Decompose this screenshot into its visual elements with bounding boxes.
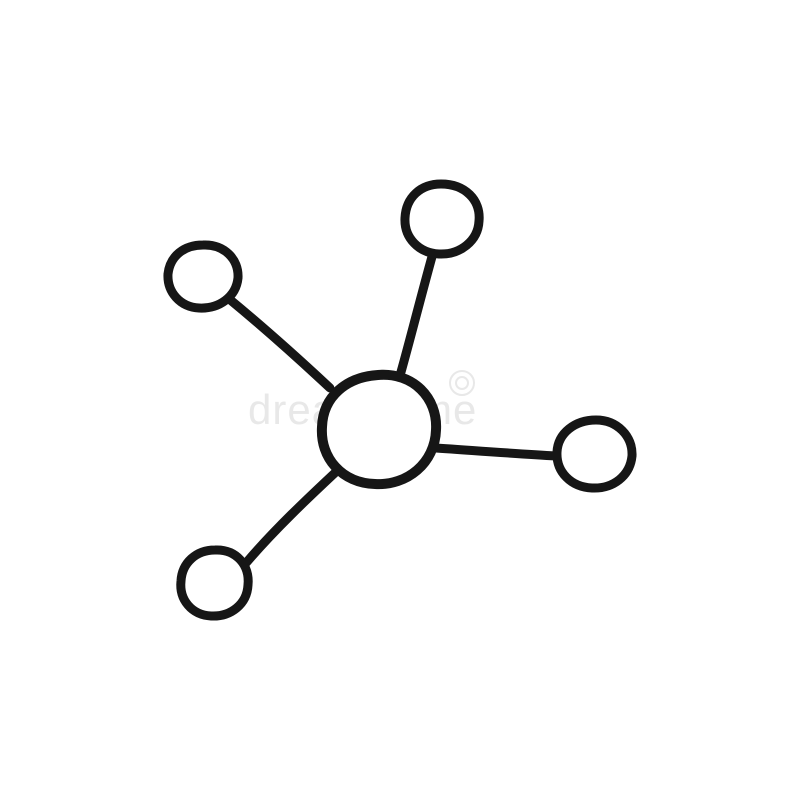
connection-right [431, 443, 561, 461]
nodes [163, 179, 637, 621]
node-right [552, 415, 637, 493]
connection-top-right [396, 248, 438, 377]
connection-bottom-left [241, 465, 343, 568]
node-top-left [163, 240, 243, 313]
watermark-logo-inner [455, 376, 469, 390]
hub-node [316, 369, 442, 490]
watermark-logo-icon [449, 370, 475, 396]
node-bottom-left [176, 545, 253, 621]
node-top-right [400, 179, 484, 259]
connection-top-left [223, 293, 335, 393]
connections [223, 248, 561, 568]
